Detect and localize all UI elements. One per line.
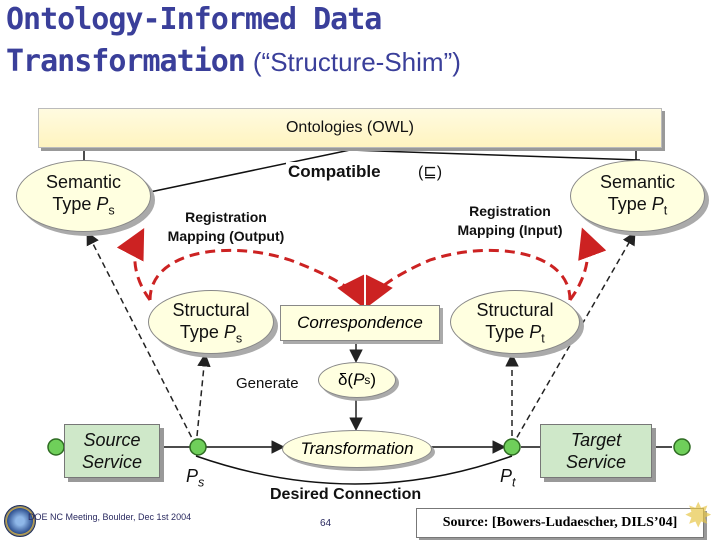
structural-target-type-word: Type	[485, 322, 525, 342]
semantic-target-sub: t	[663, 203, 668, 218]
footer-meeting: DOE NC Meeting, Boulder, Dec 1st 2004	[28, 512, 192, 522]
port-target-sub: t	[512, 475, 516, 490]
registration-output-label: Registration Mapping (Output)	[156, 208, 296, 246]
port-source-var: P	[186, 466, 199, 486]
registration-output-to-semantic	[116, 228, 152, 301]
generate-label: Generate	[236, 375, 299, 392]
source-service-box[interactable]: Source Service	[64, 424, 160, 478]
title-line2: Transformation(“Structure-Shim”)	[6, 44, 461, 79]
desired-connection-label: Desired Connection	[268, 486, 424, 504]
ontologies-bar: Ontologies (OWL)	[38, 108, 662, 148]
semantic-source-line2: Type Ps	[17, 193, 150, 222]
structural-target-line2: Type Pt	[451, 321, 579, 350]
structural-target-sub: t	[541, 331, 545, 346]
semantic-target-line2: Type Pt	[571, 193, 704, 222]
registration-output-line2: Mapping (Output)	[167, 228, 285, 244]
structural-source-sub: s	[235, 331, 243, 346]
port-to-structural-source	[195, 353, 211, 447]
correspondence-box[interactable]: Correspondence	[280, 305, 440, 341]
source-service-line2: Service	[81, 452, 143, 472]
structural-target-line1: Structural	[476, 300, 554, 320]
registration-input-to-semantic	[568, 227, 607, 301]
semantic-source-line1: Semantic	[45, 172, 122, 192]
structural-source-line2: Type Ps	[149, 321, 273, 350]
port-source-sub: s	[198, 475, 205, 490]
semantic-type-target[interactable]: Semantic Type Pt	[570, 160, 705, 232]
registration-output-curve	[148, 248, 365, 309]
subsumption-symbol: (⊑)	[416, 162, 445, 182]
title-line1: Ontology-Informed Data	[6, 2, 382, 37]
port-to-semantic-target	[511, 231, 636, 447]
port-input-circle	[47, 438, 65, 456]
registration-input-curve	[365, 248, 572, 309]
registration-output-line1: Registration	[185, 209, 267, 225]
source-service-line1: Source	[83, 430, 141, 450]
port-source-label: Ps	[186, 466, 204, 490]
delta-sub: s	[364, 373, 371, 387]
delta-prefix: δ(	[337, 370, 354, 389]
semantic-target-type-word: Type	[607, 194, 647, 214]
structural-type-source[interactable]: Structural Type Ps	[148, 290, 274, 354]
semantic-source-sub: s	[108, 203, 115, 218]
registration-input-line1: Registration	[469, 203, 551, 219]
port-source-circle	[189, 438, 207, 456]
semantic-source-var: P	[96, 194, 109, 214]
structural-type-target[interactable]: Structural Type Pt	[450, 290, 580, 354]
structural-source-var: P	[223, 322, 236, 342]
target-service-line1: Target	[570, 430, 622, 450]
registration-input-label: Registration Mapping (Input)	[446, 202, 574, 240]
port-target-circle	[503, 438, 521, 456]
target-service-box[interactable]: Target Service	[540, 424, 652, 478]
structural-source-type-word: Type	[179, 322, 219, 342]
desired-connection-arc	[195, 455, 513, 485]
semantic-source-type-word: Type	[52, 194, 92, 214]
semantic-type-source[interactable]: Semantic Type Ps	[16, 160, 151, 232]
semantic-target-line1: Semantic	[599, 172, 676, 192]
compatible-link	[149, 149, 641, 193]
port-target-var: P	[500, 466, 513, 486]
page-number: 64	[320, 518, 332, 529]
star-icon: ✸	[684, 497, 713, 535]
semantic-target-var: P	[651, 194, 664, 214]
doe-seal-icon	[4, 505, 36, 537]
compatible-label: Compatible	[286, 162, 383, 182]
structural-target-var: P	[529, 322, 542, 342]
structural-source-line1: Structural	[172, 300, 250, 320]
title-line2-main: Transformation	[6, 44, 246, 79]
port-target-label: Pt	[500, 466, 516, 490]
delta-suffix: )	[370, 370, 377, 389]
delta-var: P	[353, 370, 365, 389]
port-output-circle	[673, 438, 691, 456]
title-subtitle: (“Structure-Shim”)	[252, 47, 461, 77]
transformation-node[interactable]: Transformation	[282, 430, 432, 468]
target-service-line2: Service	[565, 452, 627, 472]
source-citation: Source: [Bowers-Ludaescher, DILS’04]	[416, 508, 704, 538]
registration-input-line2: Mapping (Input)	[457, 222, 563, 238]
